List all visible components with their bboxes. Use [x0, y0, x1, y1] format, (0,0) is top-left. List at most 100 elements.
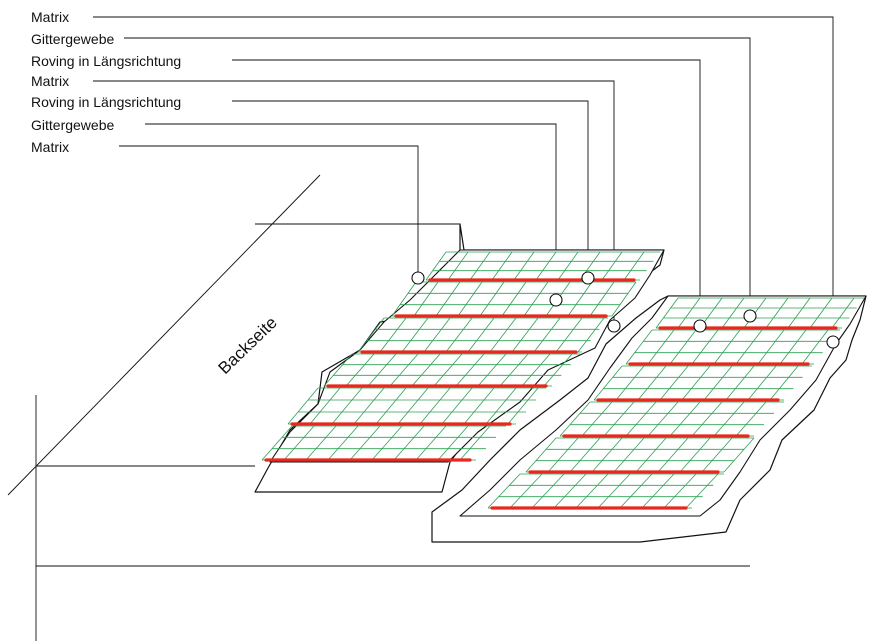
grid-fiber-diagonal — [391, 281, 417, 317]
grid-fiber-diagonal — [601, 251, 623, 281]
leader-line-1 — [93, 16, 834, 338]
callout-circle-matrix-1 — [826, 335, 840, 349]
grid-fiber-diagonal — [591, 437, 623, 473]
grid-fiber-diagonal — [721, 297, 745, 329]
grid-fiber-diagonal — [389, 353, 419, 387]
grid-fiber-diagonal — [457, 281, 483, 317]
grid-fiber-diagonal — [441, 387, 473, 425]
grid-fiber-diagonal — [507, 387, 539, 425]
grid-fiber-diagonal — [415, 425, 447, 461]
grid-fiber-diagonal — [345, 353, 375, 387]
grid-fiber-diagonal — [397, 387, 429, 425]
grid-fiber-diagonal — [513, 251, 535, 281]
grid-fiber-diagonal — [401, 317, 429, 353]
grid-fiber-diagonal — [491, 251, 513, 281]
grid-fiber-diagonal — [625, 401, 657, 437]
grid-fiber-diagonal — [477, 353, 507, 387]
grid-fiber-diagonal — [323, 353, 353, 387]
grid-fiber-diagonal — [455, 353, 485, 387]
grid-fiber-diagonal — [701, 437, 733, 473]
grid-fiber-diagonal — [463, 387, 495, 425]
leader-line-6 — [145, 123, 557, 296]
grid-fiber-diagonal — [489, 317, 517, 353]
leader-lines — [93, 16, 834, 338]
right-laminate — [431, 295, 867, 543]
left-laminate-top — [269, 249, 665, 463]
grid-fiber-diagonal — [499, 353, 529, 387]
grid-fiber-diagonal — [597, 473, 631, 509]
grid-fiber-diagonal — [713, 329, 741, 365]
slab-edge-back — [7, 174, 321, 496]
grid-fiber-diagonal — [437, 425, 469, 461]
grid-fiber-diagonal — [647, 401, 679, 437]
backseite-label: Backseite — [215, 313, 281, 378]
label-list: Matrix Gittergewebe Roving in Längsricht… — [31, 9, 181, 155]
callout-markers — [411, 271, 840, 349]
grid-fiber-diagonal — [413, 281, 439, 317]
grid-fiber-diagonal — [261, 425, 293, 461]
grid-fiber-diagonal — [435, 281, 461, 317]
callout-circle-roving-2 — [581, 271, 595, 285]
grid-fiber-diagonal — [371, 425, 403, 461]
grid-fiber-diagonal — [685, 473, 719, 509]
grid-fiber-diagonal — [725, 365, 755, 401]
grid-fiber-diagonal — [353, 387, 385, 425]
grid-fiber-diagonal — [757, 329, 785, 365]
label-roving-2: Roving in Längsrichtung — [31, 94, 181, 110]
grid-fiber-diagonal — [603, 401, 635, 437]
leader-line-2 — [124, 37, 751, 312]
grid-fiber-diagonal — [533, 317, 561, 353]
callout-circle-gittergewebe-2 — [549, 293, 563, 307]
grid-fiber-diagonal — [681, 365, 711, 401]
label-matrix-1: Matrix — [31, 9, 69, 25]
grid-fiber-diagonal — [613, 437, 645, 473]
grid-fiber-diagonal — [641, 473, 675, 509]
leader-line-7 — [119, 145, 419, 274]
grid-fiber-diagonal — [747, 365, 777, 401]
grid-fiber-diagonal — [593, 365, 623, 401]
grid-fiber-diagonal — [703, 365, 733, 401]
grid-fiber-diagonal — [647, 329, 675, 365]
grid-fiber-diagonal — [611, 281, 637, 317]
grid-fiber-diagonal — [623, 251, 645, 281]
grid-fiber-diagonal — [809, 297, 833, 329]
grid-fiber-diagonal — [349, 425, 381, 461]
grid-fiber-diagonal — [425, 251, 447, 281]
grid-fiber-diagonal — [569, 437, 601, 473]
grid-fiber-diagonal — [305, 425, 337, 461]
grid-fiber-diagonal — [487, 473, 521, 509]
grid-fiber-diagonal — [677, 297, 701, 329]
grid-fiber-diagonal — [555, 317, 583, 353]
grid-fiber-diagonal — [521, 353, 551, 387]
leader-line-3 — [232, 59, 701, 322]
grid-fiber-diagonal — [393, 425, 425, 461]
callout-circle-matrix-2 — [607, 319, 621, 333]
grid-fiber-diagonal — [445, 317, 473, 353]
grid-fiber-diagonal — [375, 387, 407, 425]
grid-fiber-diagonal — [559, 401, 591, 437]
grid-fiber-diagonal — [511, 317, 539, 353]
grid-fiber-diagonal — [553, 473, 587, 509]
label-roving-1: Roving in Längsrichtung — [31, 53, 181, 69]
grid-fiber-diagonal — [447, 251, 469, 281]
grid-fiber-diagonal — [679, 437, 711, 473]
grid-fiber-diagonal — [411, 353, 441, 387]
grid-fiber-diagonal — [635, 437, 667, 473]
grid-fiber-diagonal — [615, 365, 645, 401]
grid-fiber-diagonal — [423, 317, 451, 353]
grid-fiber-diagonal — [367, 353, 397, 387]
grid-fiber-diagonal — [765, 297, 789, 329]
left-laminate — [254, 223, 665, 493]
grid-fiber-diagonal — [625, 329, 653, 365]
grid-fiber-diagonal — [467, 317, 495, 353]
grid-fiber-diagonal — [669, 329, 697, 365]
leader-line-4 — [93, 80, 615, 322]
grid-fiber-diagonal — [691, 329, 719, 365]
grid-fiber-diagonal — [831, 297, 855, 329]
grid-fiber-diagonal — [659, 365, 689, 401]
leader-line-5 — [232, 100, 589, 274]
grid-fiber-diagonal — [723, 437, 755, 473]
grid-fiber-diagonal — [479, 281, 505, 317]
grid-fiber-diagonal — [655, 297, 679, 329]
grid-fiber-diagonal — [589, 281, 615, 317]
